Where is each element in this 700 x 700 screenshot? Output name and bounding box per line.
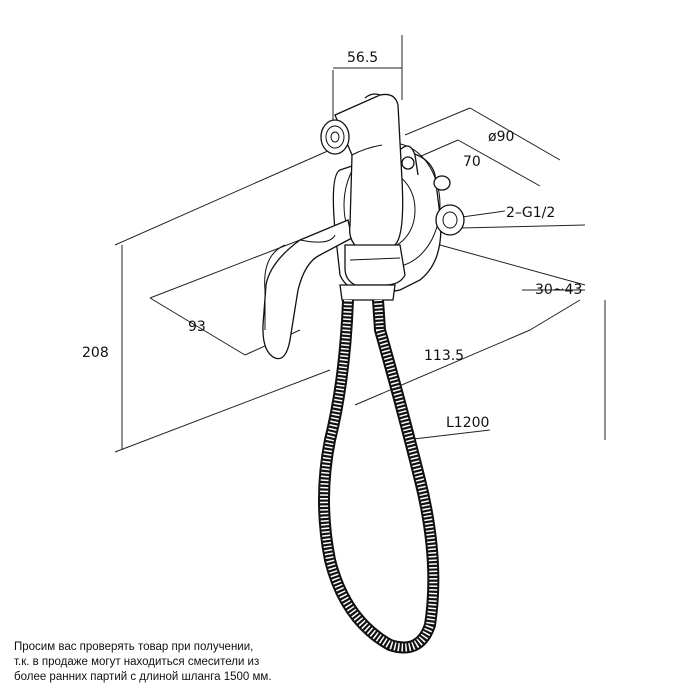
dim-thread: 2–G1/2 bbox=[506, 205, 555, 221]
note-line: более ранних партий с длиной шланга 1500… bbox=[14, 671, 272, 683]
note-line: т.к. в продаже могут находиться смесител… bbox=[14, 656, 260, 668]
shower-holder bbox=[339, 244, 406, 301]
dim-depth: 70 bbox=[463, 154, 481, 170]
dim-width-top: 56.5 bbox=[347, 50, 378, 66]
dim-range: 30~43 bbox=[535, 282, 582, 298]
dim-diameter: ø90 bbox=[488, 129, 514, 145]
note-line: Просим вас проверять товар при получении… bbox=[14, 641, 254, 653]
note-text: Просим вас проверять товар при получении… bbox=[14, 640, 334, 685]
dim-handle-offset: 93 bbox=[188, 319, 206, 335]
dim-height: 208 bbox=[82, 345, 109, 361]
dim-outlet-offset: 113.5 bbox=[424, 348, 464, 364]
mixer-lever-handle bbox=[262, 219, 353, 360]
dim-hose-length: L1200 bbox=[446, 415, 489, 431]
shower-hose bbox=[318, 299, 440, 654]
